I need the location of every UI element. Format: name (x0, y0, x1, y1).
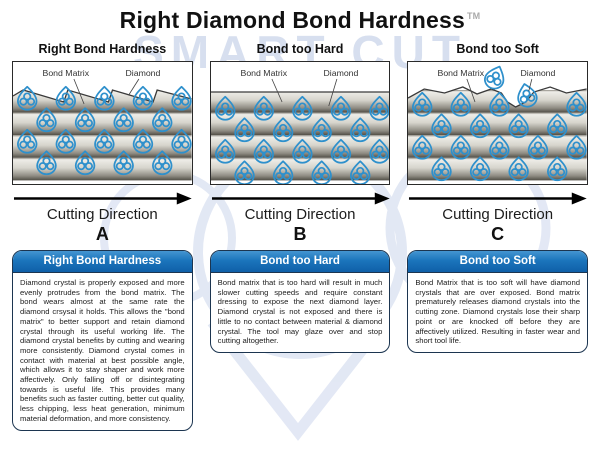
diamond-crystal-icon (431, 113, 453, 139)
diamond-crystal-icon (17, 128, 38, 154)
diamond-crystal-icon (470, 113, 491, 139)
panel-header-too-hard: Bond too Hard (256, 42, 344, 56)
caption-title-a: Right Bond Hardness (13, 251, 192, 273)
diamond-crystal-icon (349, 117, 371, 143)
diamond-crystal-icon (547, 156, 568, 182)
caption-text-a: Diamond crystal is properly exposed and … (20, 278, 185, 423)
diamond-crystal-icon (36, 107, 57, 133)
bond-matrix-label: Bond Matrix (438, 68, 485, 78)
diamond-crystal-icon (171, 85, 192, 111)
cutting-direction-label: Cutting Direction (244, 206, 356, 223)
diagram-bond-too-hard: Bond Matrix Diamond (209, 61, 391, 185)
panel-letter-a: A (95, 224, 109, 244)
panel-header-too-soft: Bond too Soft (456, 42, 539, 56)
diamond-crystal-icon (566, 134, 588, 160)
diamond-leader-line (128, 78, 140, 96)
diamond-crystal-icon (233, 117, 255, 143)
panel-header-right-bond: Right Bond Hardness (38, 42, 167, 56)
panel-column-a: Right Bond Hardness Bond Matrix Diamond C… (12, 40, 193, 431)
panel-letter-b: B (293, 224, 307, 244)
diamond-crystal-icon (508, 113, 530, 139)
diamond-crystal-icon (368, 95, 390, 121)
diamond-crystal-icon (132, 128, 154, 154)
bond-matrix-label: Bond Matrix (240, 68, 287, 78)
trademark-symbol: TM (466, 11, 481, 22)
diamond-crystal-icon (55, 85, 76, 111)
diamond-crystal-icon (291, 95, 313, 121)
diamond-crystal-icon (330, 95, 351, 121)
bond-matrix-leader-line (466, 78, 476, 103)
diamond-crystal-icon (113, 107, 134, 133)
cutting-direction-arrow (13, 192, 192, 205)
bond-matrix-label: Bond Matrix (43, 68, 90, 78)
cutting-direction-arrow (409, 192, 588, 205)
diamond-crystal-icon (214, 95, 236, 121)
cutting-direction-arrow (211, 192, 390, 205)
diamond-crystal-icon (412, 91, 433, 117)
panel-column-c: Bond too Soft Bond Matrix Diamond Cutting… (407, 40, 589, 431)
diamond-crystal-icon (171, 128, 192, 154)
diamond-crystal-icon (450, 91, 472, 117)
caption-text-b: Bond matrix that is too hard will result… (217, 278, 383, 346)
cutting-direction-label: Cutting Direction (442, 206, 554, 223)
diamond-leader-line (328, 78, 337, 107)
diamond-crystal-icon (94, 85, 115, 111)
matrix-surface-line (13, 89, 192, 103)
diamond-crystal-icon (311, 117, 332, 143)
diamond-crystal-icon (94, 128, 115, 154)
diamond-crystal-icon (272, 117, 293, 143)
diamond-leader-line (528, 78, 533, 92)
caption-box-c: Bond too Soft Bond Matrix that is too so… (407, 250, 589, 353)
diamond-label: Diamond (323, 68, 358, 78)
diamond-crystal-icon (253, 95, 274, 121)
diamond-crystal-icon (484, 65, 505, 90)
title-text: Right Diamond Bond Hardness (119, 7, 465, 33)
caption-box-a: Right Bond Hardness Diamond crystal is p… (12, 250, 193, 431)
caption-title-b: Bond too Hard (210, 251, 390, 273)
diamond-crystal-icon (566, 91, 588, 117)
diagram-bond-too-soft: Bond Matrix Diamond (407, 61, 589, 185)
diagram-right-bond-hardness: Bond Matrix Diamond (12, 61, 193, 185)
diamond-crystal-icon (517, 83, 538, 108)
diamond-crystal-icon (489, 91, 510, 117)
caption-text-c: Bond Matrix that is too soft will have d… (415, 278, 581, 346)
panel-column-b: Bond too Hard Bond Matrix Diamond Cutting… (209, 40, 391, 431)
diamond-crystal-icon (36, 150, 57, 176)
diamond-crystal-icon (547, 113, 568, 139)
diamond-label: Diamond (125, 68, 160, 78)
panel-row: Right Bond Hardness Bond Matrix Diamond C… (12, 40, 589, 431)
diamond-crystal-icon (74, 150, 96, 176)
diamond-crystal-icon (17, 85, 38, 111)
diamond-crystal-icon (74, 107, 96, 133)
caption-title-c: Bond too Soft (408, 251, 588, 273)
diamond-label: Diamond (521, 68, 556, 78)
diamond-crystal-icon (55, 128, 76, 154)
diamond-crystal-icon (132, 85, 154, 111)
bond-matrix-leader-line (73, 78, 85, 105)
panel-letter-c: C (491, 224, 505, 244)
caption-box-b: Bond too Hard Bond matrix that is too ha… (209, 250, 391, 353)
bond-matrix-leader-line (271, 78, 283, 103)
diamond-crystal-icon (152, 107, 173, 133)
cutting-direction-label: Cutting Direction (46, 206, 158, 223)
